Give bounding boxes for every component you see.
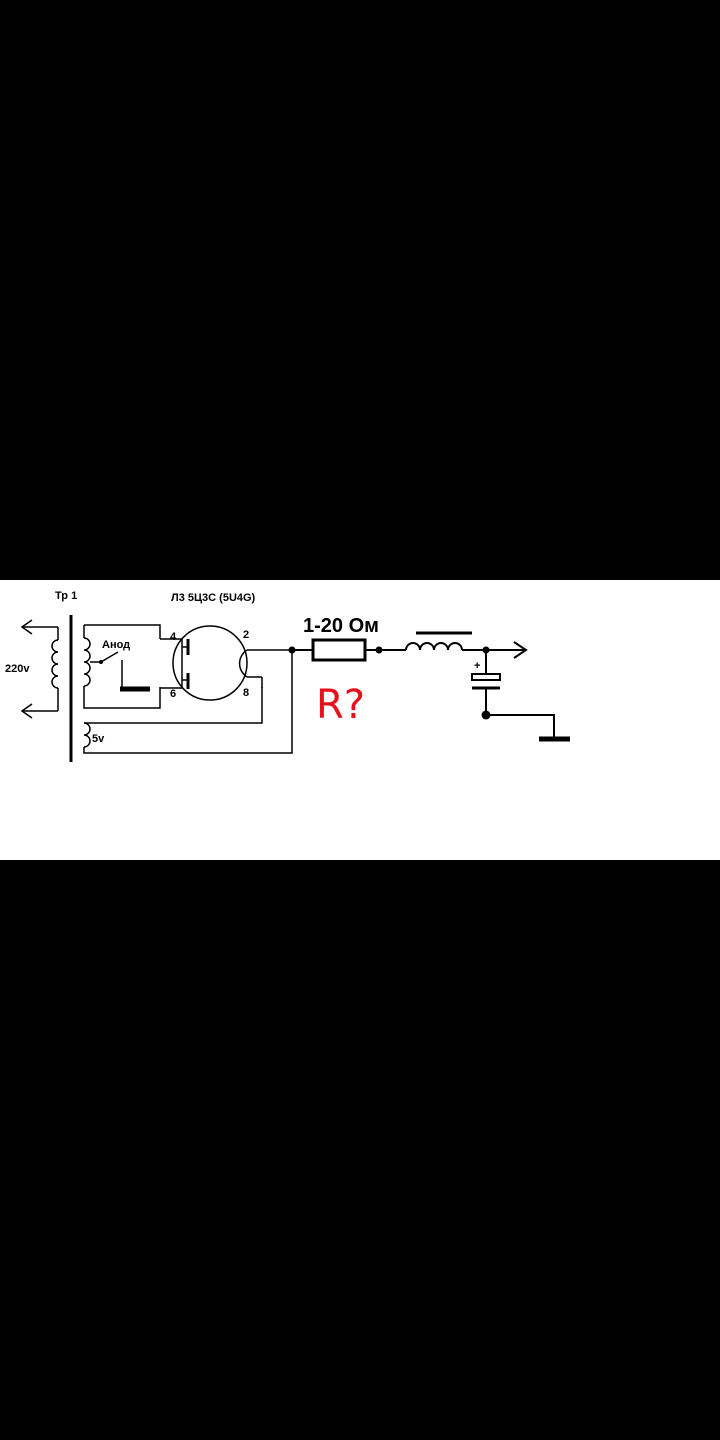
- output-arrow: [513, 641, 528, 659]
- resistor: [311, 638, 367, 662]
- rectifier-tube: [160, 625, 292, 701]
- input-voltage-label: 220v: [5, 663, 30, 675]
- primary-coil: [51, 639, 59, 689]
- filament-coil: [83, 722, 91, 748]
- resistor-annotation: R?: [316, 682, 365, 728]
- pin-8-label: 8: [243, 687, 249, 699]
- capacitor-plate-plus: [471, 673, 501, 681]
- transformer-primary: [20, 619, 59, 719]
- filter-capacitor: [471, 650, 570, 742]
- tube-label: Л3 5Ц3С (5U4G): [171, 592, 256, 604]
- transformer-secondary-anode: [83, 624, 161, 709]
- tube-filament: [238, 649, 248, 678]
- schematic-panel: 220v Тр 1 Анод 5v: [0, 580, 720, 860]
- junction-dot-2: [375, 646, 383, 654]
- anode-coil: [83, 637, 91, 687]
- pin-4-label: 4: [170, 631, 177, 643]
- circuit-diagram: 220v Тр 1 Анод 5v: [5, 590, 570, 762]
- anode-label: Анод: [102, 639, 130, 651]
- choke-inductor: [405, 631, 472, 651]
- capacitor-plus-label: +: [474, 660, 480, 672]
- primary-bottom-arrow: [20, 703, 33, 719]
- primary-top-arrow: [20, 619, 33, 635]
- anode-switch: [100, 651, 119, 663]
- tube-envelope: [172, 625, 248, 701]
- pin-6-label: 6: [170, 688, 176, 700]
- filament-winding: [83, 650, 293, 754]
- transformer-label: Тр 1: [55, 590, 77, 602]
- filament-label: 5v: [92, 733, 105, 745]
- resistor-value-label: 1-20 Ом: [303, 615, 379, 637]
- choke-coil: [405, 642, 463, 651]
- pin-2-label: 2: [243, 629, 249, 641]
